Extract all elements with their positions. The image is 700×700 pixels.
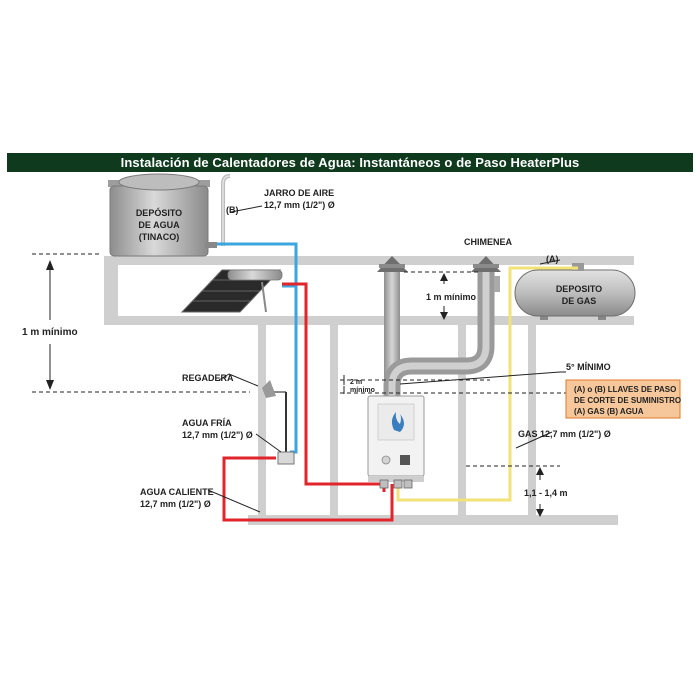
roof-left-wall [104, 256, 118, 325]
building-structure [104, 256, 634, 525]
legend-line-3: (A) GAS (B) AGUA [574, 407, 644, 416]
floor-slab [248, 515, 618, 525]
angle-label: 5° MÍNIMO [566, 362, 611, 372]
wall-column-2 [330, 316, 338, 516]
cold-water-label-1: AGUA FRÍA [182, 418, 232, 428]
floor-height-label: 1,1 - 1,4 m [524, 488, 568, 498]
air-vent-label-1: JARRO DE AIRE [264, 188, 334, 198]
hot-water-label-1: AGUA CALIENTE [140, 487, 214, 497]
gas-valve-marker: (A) [546, 254, 559, 264]
water-tank: DEPÓSITO DE AGUA (TINACO) [108, 173, 217, 257]
chimney-label: CHIMENEA [464, 237, 513, 247]
solar-collector [180, 269, 283, 313]
tank-height-label: 1 m mínimo [22, 327, 78, 338]
air-vent-marker: (B) [226, 205, 239, 215]
roof-slab [104, 256, 634, 265]
air-vent-pipe [221, 174, 231, 246]
diagram-title: Instalación de Calentadores de Agua: Ins… [7, 153, 693, 172]
air-vent-label-2: 12,7 mm (1/2") Ø [264, 200, 335, 210]
wall-column-1 [258, 316, 266, 516]
gap-label-2: mínimo [350, 387, 375, 394]
legend-line-1: (A) o (B) LLAVES DE PASO [574, 385, 676, 394]
tank-label-2: DE AGUA [138, 220, 180, 230]
wall-column-3 [458, 316, 466, 516]
water-heater [367, 395, 425, 482]
shower [262, 380, 295, 465]
tank-label-3: (TINACO) [139, 232, 180, 242]
gas-pipe-label: GAS 12,7 mm (1/2") Ø [518, 429, 611, 439]
shower-label: REGADERA [182, 373, 234, 383]
gas-tank: DEPOSITO DE GAS [514, 263, 636, 320]
gas-tank-label-2: DE GAS [562, 296, 597, 306]
shutoff-legend: (A) o (B) LLAVES DE PASO DE CORTE DE SUM… [565, 379, 681, 419]
dimension-lines [32, 205, 566, 517]
tank-label-1: DEPÓSITO [136, 207, 182, 218]
hot-water-label-2: 12,7 mm (1/2") Ø [140, 499, 211, 509]
wall-column-4 [528, 316, 536, 516]
gas-tank-label-1: DEPOSITO [556, 284, 602, 294]
gap-label-1: 2 m [350, 379, 362, 386]
ceiling-beam [104, 316, 634, 325]
gas-pipe [396, 266, 578, 502]
chimney-height-label: 1 m mínimo [426, 292, 477, 302]
shutoff-valves [379, 479, 413, 489]
legend-line-2: DE CORTE DE SUMINISTRO [574, 396, 681, 405]
chimney [377, 256, 501, 396]
cold-water-label-2: 12,7 mm (1/2") Ø [182, 430, 253, 440]
